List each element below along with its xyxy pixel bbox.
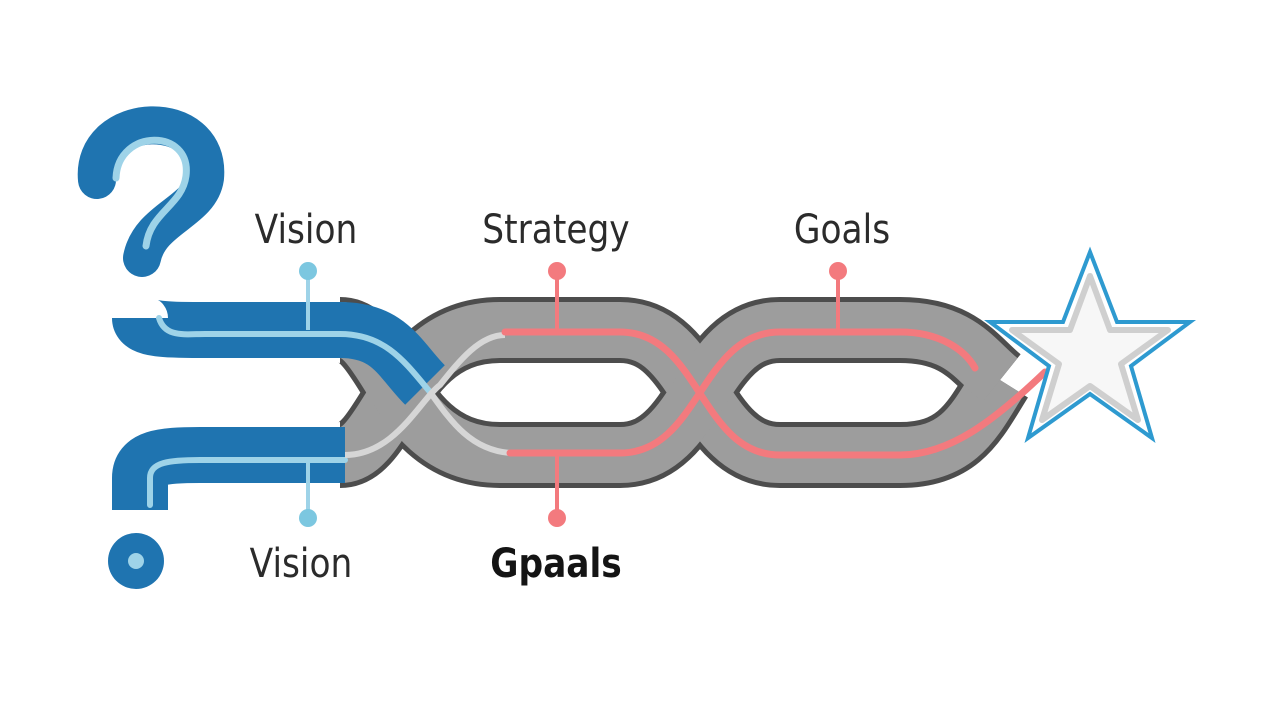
connector-goals-top [829,262,847,332]
question-mark-icon [77,106,225,589]
label-vision-top: Vision [255,205,358,252]
connector-strategy [548,262,566,332]
label-goals-top: Goals [794,205,890,252]
red-paths [501,328,1049,459]
star-icon [983,246,1197,443]
label-vision-bottom: Vision [250,539,353,586]
connector-vision-top [299,262,317,330]
connector-vision-bottom [299,460,317,527]
label-strategy: Strategy [482,205,629,252]
light-guide-lines [344,332,511,458]
connector-goals-bottom [548,453,566,527]
blue-paths [112,298,446,510]
label-goals-bottom: Gpaals [490,539,622,586]
